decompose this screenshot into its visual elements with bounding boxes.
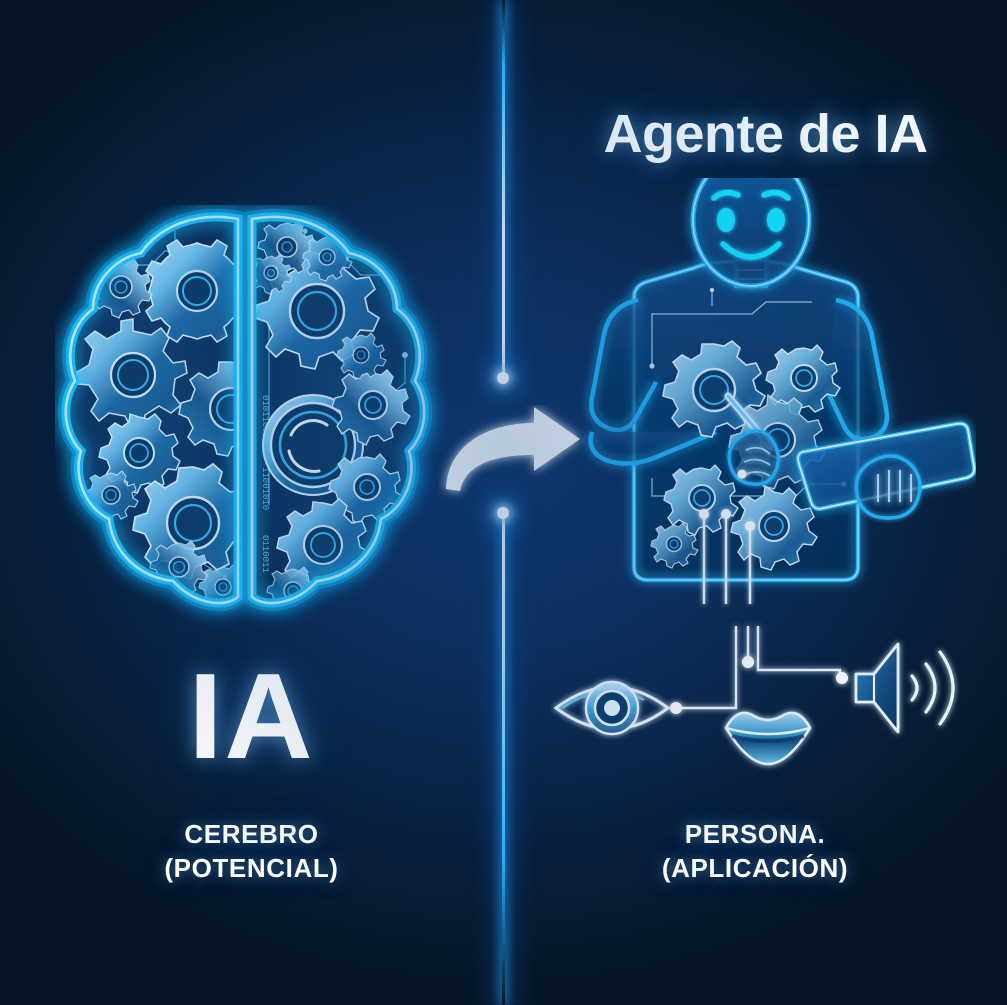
capability-connectors: [702, 516, 752, 604]
svg-text:11001010: 11001010: [260, 467, 270, 510]
divider-node-bottom: [497, 507, 509, 519]
divider-segment-bottom: [501, 513, 505, 1005]
robot-right-hand: [854, 454, 922, 520]
speaker-icon: [854, 642, 955, 734]
svg-text:0110011: 0110011: [260, 535, 270, 573]
capability-icon-row: [553, 626, 955, 766]
left-caption-line1: CEREBRO: [184, 819, 319, 849]
ai-agent-robot: [588, 178, 976, 604]
page-title-text: Agente de IA: [603, 104, 928, 164]
right-caption: PERSONA. (APLICACIÓN): [503, 818, 1007, 886]
robot-left-hand: [727, 429, 780, 486]
brain-lobe-right: 0101100110 11001010 0110011: [247, 212, 429, 608]
svg-text:0101100110: 0101100110: [260, 395, 270, 449]
divider-node-top: [497, 372, 509, 384]
divider-segment-top: [501, 0, 505, 378]
left-caption-line2: (POTENCIAL): [164, 852, 339, 883]
right-caption-line1: PERSONA.: [684, 819, 826, 849]
eye-icon: [553, 680, 671, 736]
mouth-icon: [724, 711, 812, 766]
brain-with-gears: 0101100110 11001010 0110011: [57, 208, 433, 612]
right-caption-line2: (APLICACIÓN): [661, 852, 849, 883]
left-caption: CEREBRO (POTENCIAL): [0, 818, 503, 886]
page-title: Agente de IA: [0, 103, 1007, 165]
left-symbol: IA: [188, 648, 315, 784]
curved-right-arrow: [446, 407, 580, 491]
brain-lobe-left: [61, 212, 243, 608]
